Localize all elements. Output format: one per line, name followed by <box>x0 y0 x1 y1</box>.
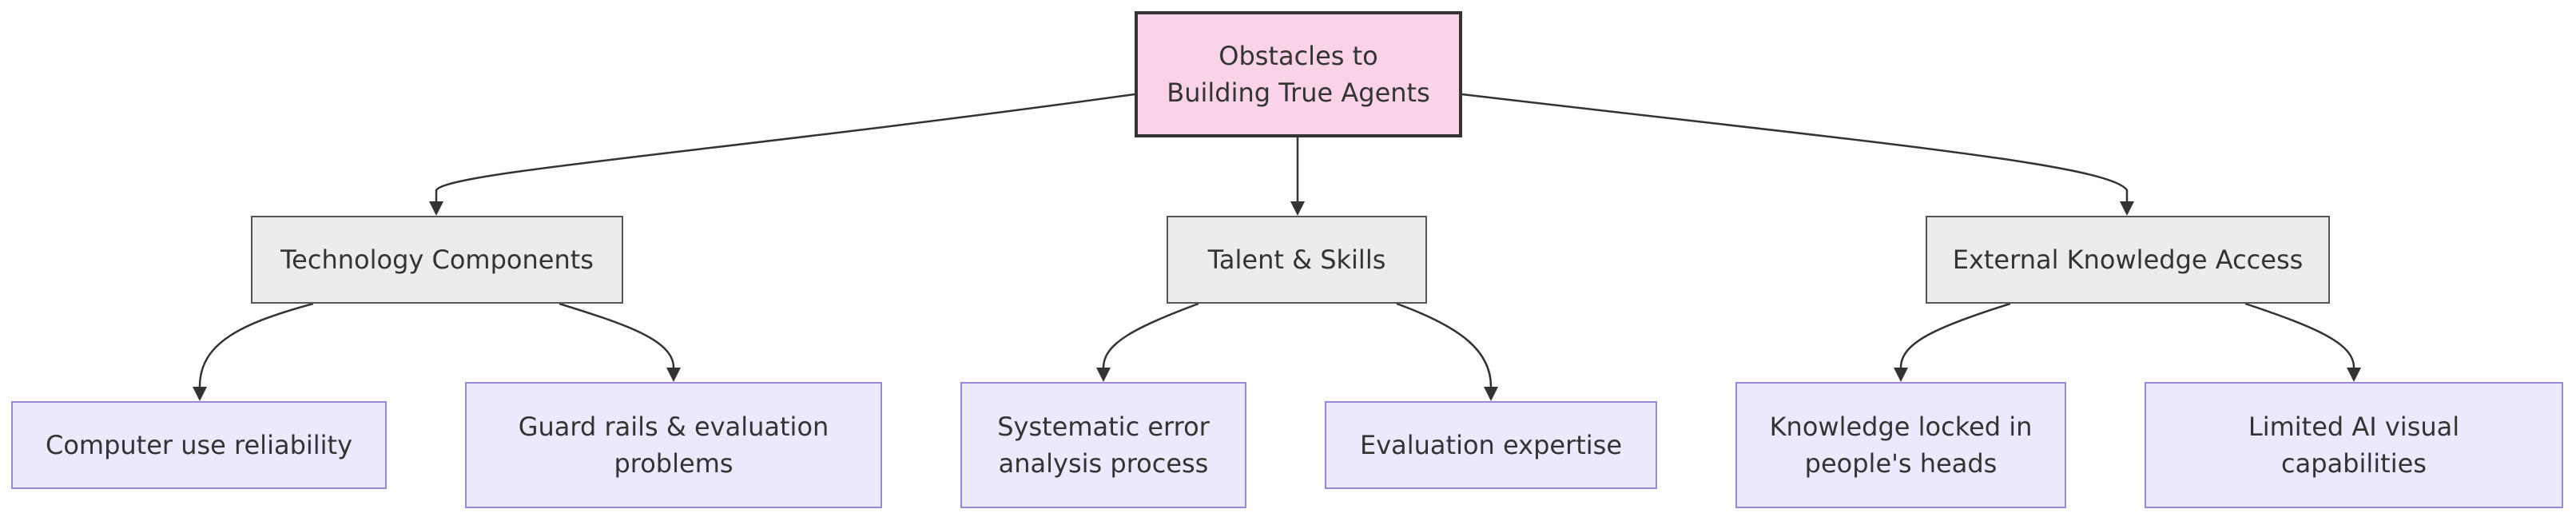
leaf-node-label: Computer use reliability <box>45 430 353 460</box>
arrowhead-icon <box>1290 201 1305 216</box>
edge-talent-to-error-analysis <box>1102 302 1199 368</box>
edge-external-to-knowledge <box>1899 302 2011 368</box>
edge-root-to-technology <box>435 93 1135 201</box>
category-node-talent: Talent & Skills <box>1167 216 1427 304</box>
category-node-technology: Technology Components <box>251 216 623 304</box>
arrowhead-icon <box>666 368 681 382</box>
leaf-node-visual-capabilities: Limited AI visual capabilities <box>2145 382 2563 508</box>
leaf-node-guard-rails: Guard rails & evaluation problems <box>465 382 882 508</box>
arrowhead-icon <box>1096 368 1111 382</box>
category-node-label: Technology Components <box>280 245 594 275</box>
arrowhead-icon <box>2347 368 2361 382</box>
edge-technology-to-guard-rails <box>559 302 675 368</box>
edge-root-to-external <box>1461 93 2129 201</box>
edge-technology-to-computer-use <box>198 302 314 388</box>
leaf-node-label: Limited AI visual capabilities <box>2248 412 2460 479</box>
leaf-node-evaluation-expertise: Evaluation expertise <box>1325 401 1657 489</box>
arrowhead-icon <box>193 387 207 401</box>
arrowhead-icon <box>2120 201 2134 216</box>
leaf-node-label: Systematic error analysis process <box>997 412 1210 479</box>
edge-talent-to-evaluation <box>1396 302 1493 388</box>
arrowhead-icon <box>1484 387 1498 401</box>
leaf-node-error-analysis: Systematic error analysis process <box>960 382 1246 508</box>
arrowhead-icon <box>1894 368 1908 382</box>
leaf-node-label: Guard rails & evaluation problems <box>518 412 829 479</box>
leaf-node-computer-use: Computer use reliability <box>11 401 387 489</box>
category-node-label: Talent & Skills <box>1207 245 1386 275</box>
edge-external-to-visual <box>2244 302 2355 368</box>
root-node-label: Obstacles to Building True Agents <box>1167 41 1430 108</box>
leaf-node-label: Knowledge locked in people's heads <box>1769 412 2033 479</box>
leaf-node-knowledge-locked: Knowledge locked in people's heads <box>1735 382 2066 508</box>
root-node-obstacles: Obstacles to Building True Agents <box>1135 11 1462 137</box>
category-node-external-knowledge: External Knowledge Access <box>1926 216 2330 304</box>
arrowhead-icon <box>429 201 443 216</box>
category-node-label: External Knowledge Access <box>1952 245 2304 275</box>
leaf-node-label: Evaluation expertise <box>1359 430 1623 460</box>
